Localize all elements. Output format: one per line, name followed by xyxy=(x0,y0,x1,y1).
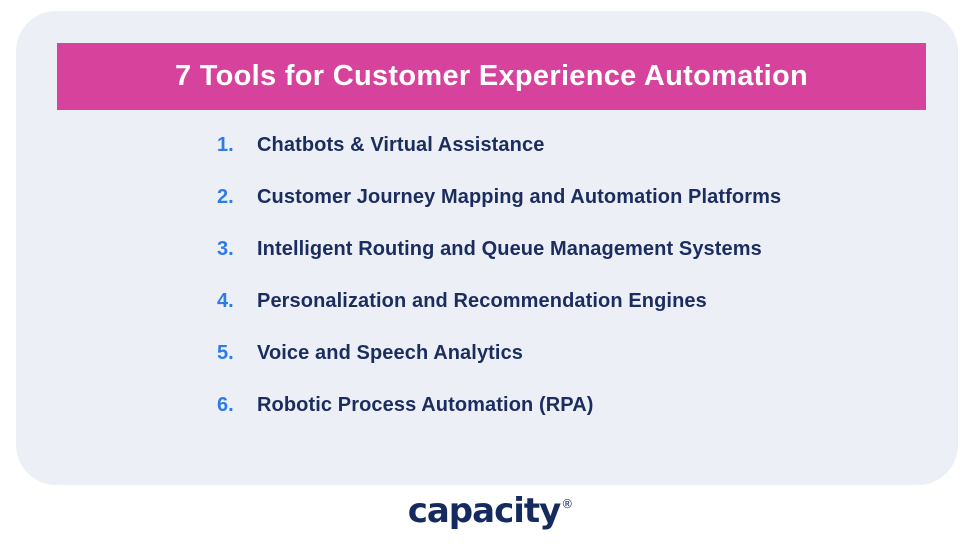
registered-trademark-icon: ® xyxy=(561,497,574,511)
tools-list: 1. Chatbots & Virtual Assistance 2. Cust… xyxy=(217,135,781,447)
page-title: 7 Tools for Customer Experience Automati… xyxy=(175,60,808,92)
item-number: 6. xyxy=(217,394,234,416)
item-label: Personalization and Recommendation Engin… xyxy=(257,290,707,312)
item-label: Voice and Speech Analytics xyxy=(257,342,524,364)
item-number: 1. xyxy=(217,134,234,156)
list-item: 1. Chatbots & Virtual Assistance xyxy=(217,135,781,156)
content-card: 7 Tools for Customer Experience Automati… xyxy=(16,11,958,485)
item-number: 4. xyxy=(217,290,234,312)
item-number: 3. xyxy=(217,238,234,260)
logo-text: capacity xyxy=(407,491,562,531)
footer-logo: capacity® xyxy=(0,491,980,538)
item-label: Customer Journey Mapping and Automation … xyxy=(257,186,782,208)
item-label: Intelligent Routing and Queue Management… xyxy=(257,238,762,260)
capacity-wordmark: capacity® xyxy=(407,491,574,538)
list-item: 4. Personalization and Recommendation En… xyxy=(217,291,781,312)
item-number: 2. xyxy=(217,186,234,208)
item-label: Robotic Process Automation (RPA) xyxy=(257,394,594,416)
item-number: 5. xyxy=(217,342,234,364)
list-item: 2. Customer Journey Mapping and Automati… xyxy=(217,187,781,208)
item-label: Chatbots & Virtual Assistance xyxy=(257,134,545,156)
list-item: 3. Intelligent Routing and Queue Managem… xyxy=(217,239,781,260)
list-item: 5. Voice and Speech Analytics xyxy=(217,343,781,364)
header-banner: 7 Tools for Customer Experience Automati… xyxy=(57,43,926,110)
list-item: 6. Robotic Process Automation (RPA) xyxy=(217,395,781,416)
